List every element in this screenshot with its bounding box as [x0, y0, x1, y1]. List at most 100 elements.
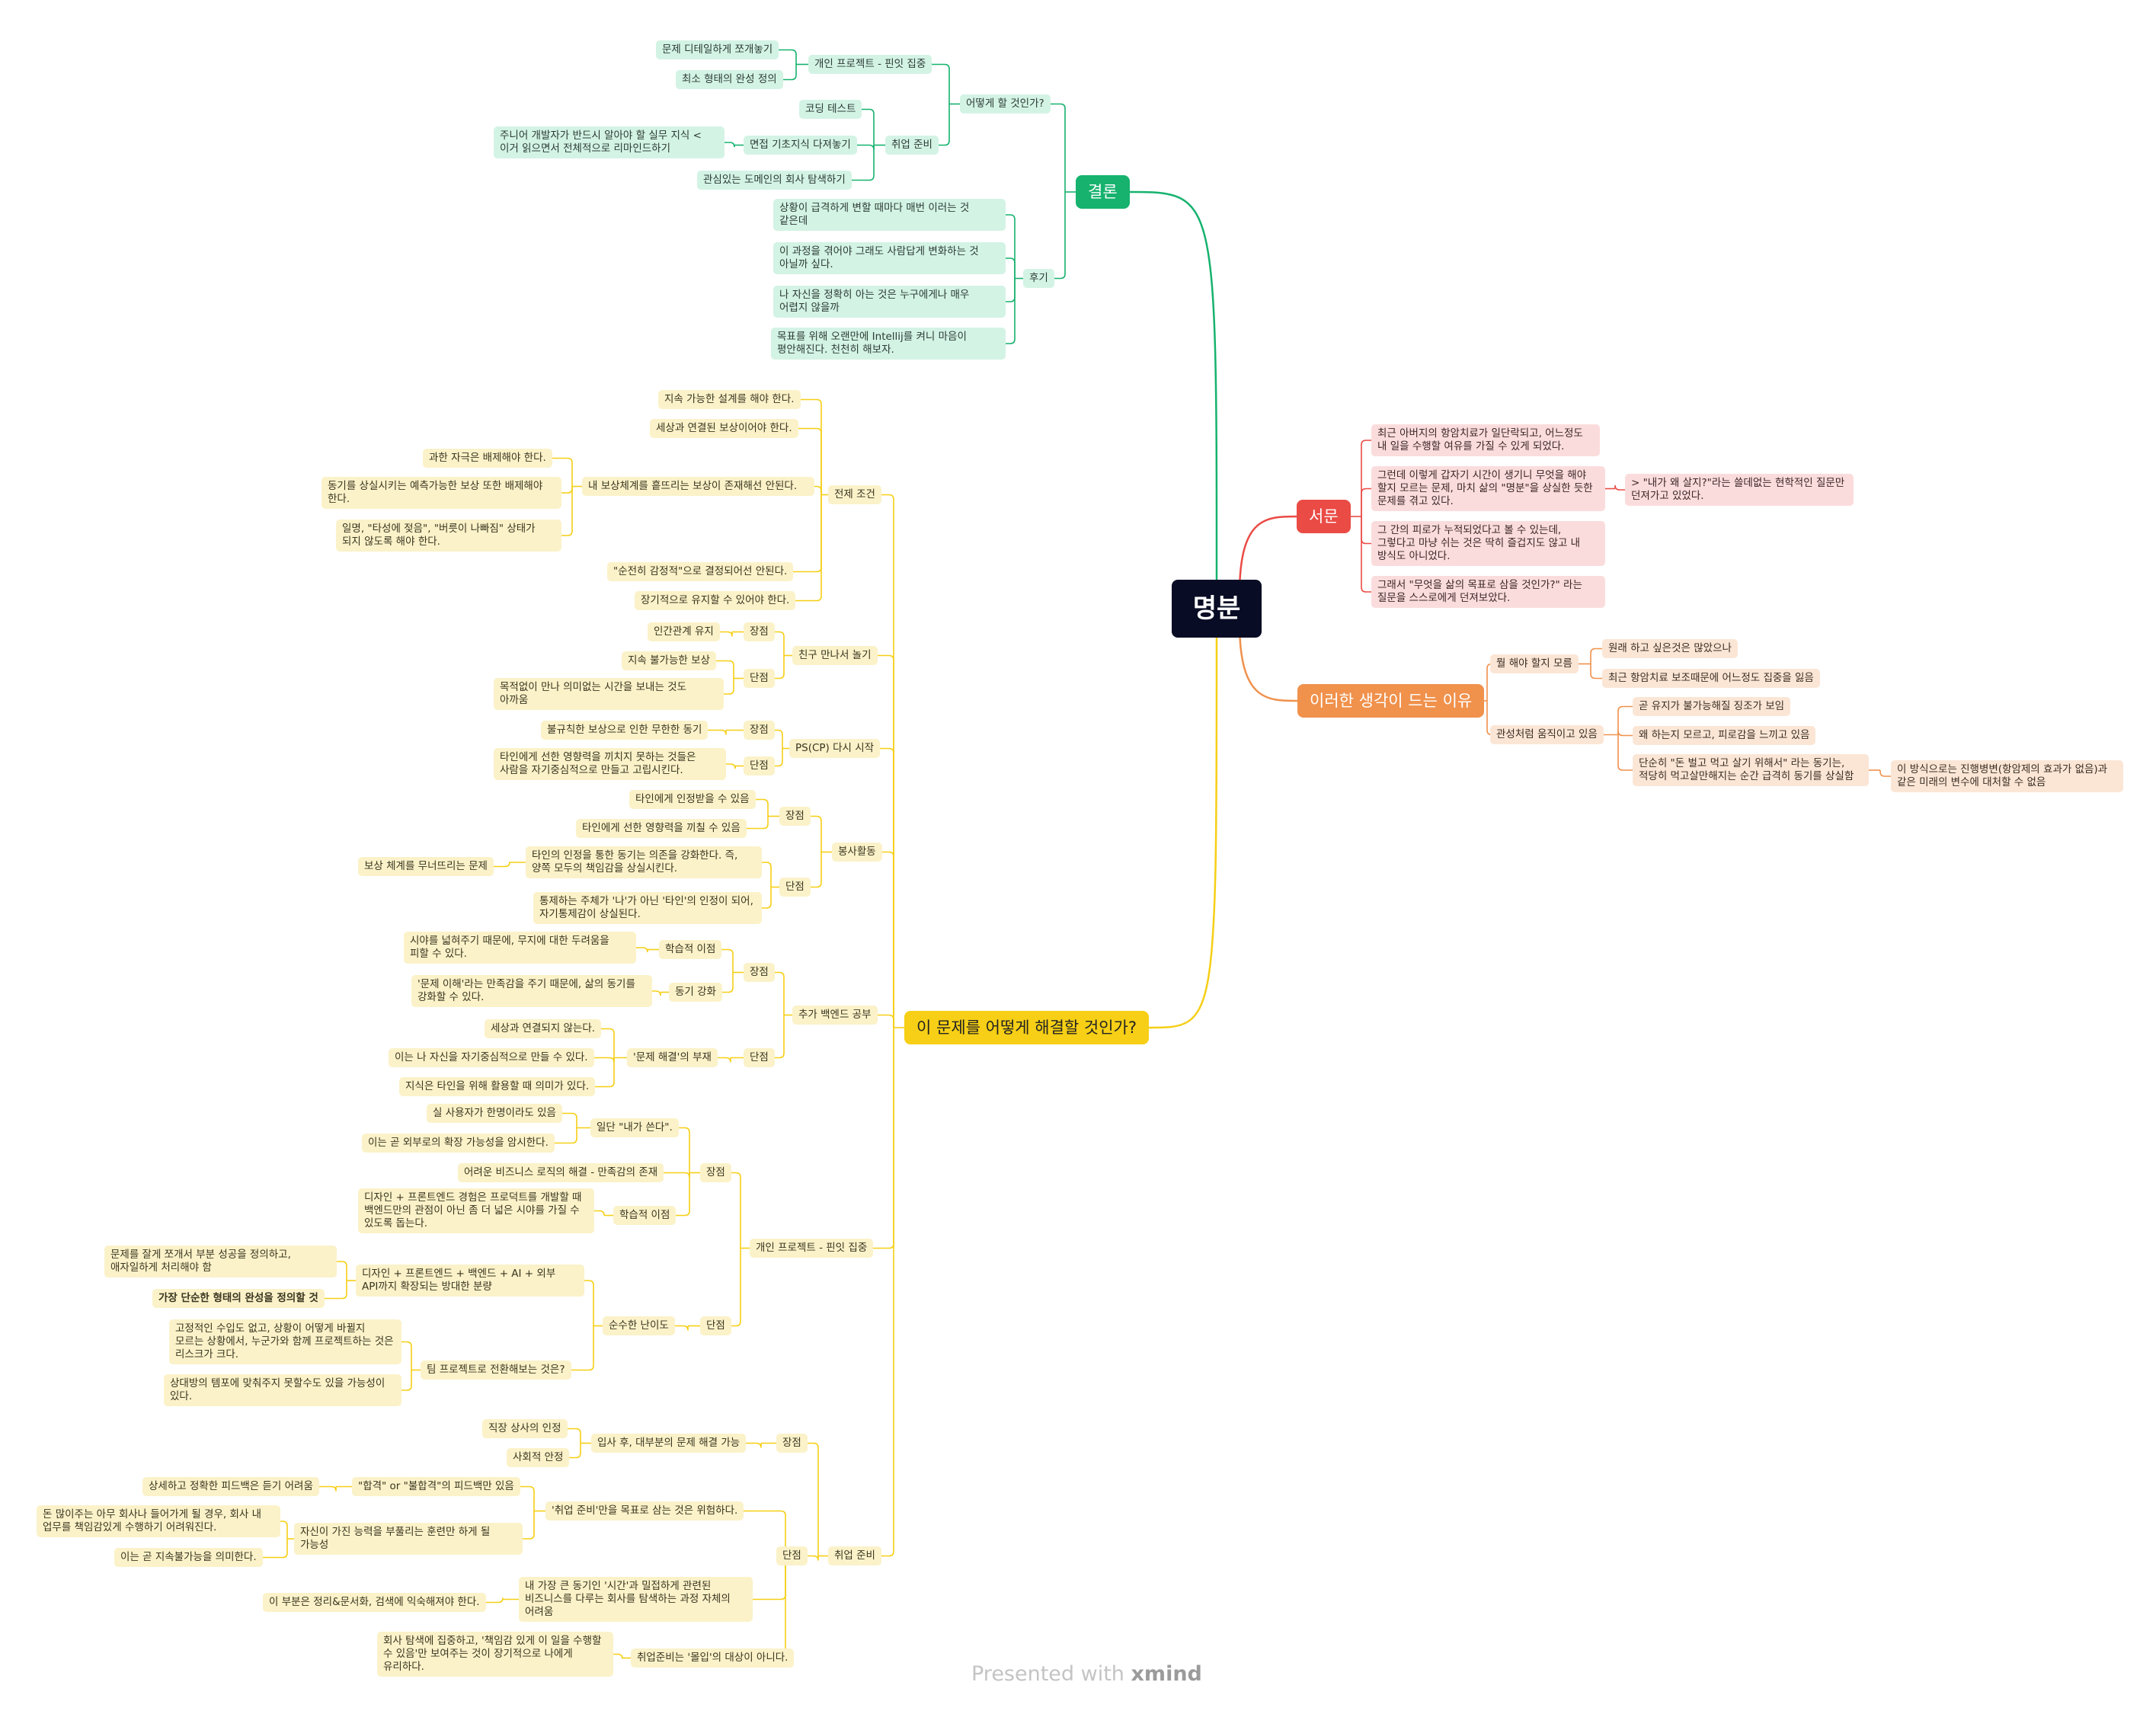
topic-split-details[interactable]: 문제 디테일하게 쪼개놓기 — [656, 40, 779, 59]
topic-friend-pro-1[interactable]: 인간관계 유지 — [648, 622, 720, 641]
topic-job-solves[interactable]: 입사 후, 대부분의 문제 해결 가능 — [591, 1434, 747, 1453]
topic-pj-team-1[interactable]: 고정적인 수입도 없고, 상황이 어떻게 바뀔지 모르는 상황에서, 누군가와 … — [169, 1319, 401, 1364]
topic-job-boss-approval[interactable]: 직장 상사의 인정 — [482, 1419, 568, 1438]
topic-job-stability[interactable]: 사회적 안정 — [507, 1448, 570, 1467]
footer-presented-with: Presented with xmind — [971, 1662, 1202, 1686]
topic-review[interactable]: 후기 — [1023, 269, 1054, 288]
topic-inertia-2[interactable]: 왜 하는지 모르고, 피로감을 느끼고 있음 — [1633, 726, 1816, 745]
topic-pj-use-1[interactable]: 실 사용자가 한명이라도 있음 — [427, 1104, 562, 1123]
topic-intro-2[interactable]: 그런데 이렇게 갑자기 시간이 생기니 무엇을 해야 할지 모르는 문제, 마치… — [1371, 466, 1605, 511]
topic-intro-3[interactable]: 그 간의 피로가 누적되었다고 볼 수 있는데, 그렇다고 마냥 쉬는 것은 딱… — [1371, 521, 1605, 566]
branch-connector — [932, 63, 950, 104]
label-con: 단점 — [744, 756, 775, 775]
topic-inertia-3[interactable]: 단순히 "돈 벌고 먹고 살기 위해서" 라는 동기는, 적당히 먹고살만해지는… — [1633, 754, 1869, 786]
topic-pj-business-logic[interactable]: 어려운 비즈니스 로직의 해결 - 만족감의 존재 — [458, 1163, 664, 1182]
topic-premise-4[interactable]: "순전히 감정적"으로 결정되어선 안된다. — [607, 562, 794, 581]
topic-premise[interactable]: 전제 조건 — [828, 485, 881, 504]
topic-be-absent-1[interactable]: 세상과 연결되지 않는다. — [485, 1019, 602, 1038]
branch-connector — [939, 104, 950, 146]
branch-reason[interactable]: 이러한 생각이 드는 이유 — [1297, 684, 1485, 718]
topic-pj-scope-2[interactable]: 가장 단순한 형태의 완성을 정의할 것 — [152, 1289, 325, 1308]
topic-pj-team[interactable]: 팀 프로젝트로 전환해보는 것은? — [421, 1361, 571, 1380]
topic-vol-con-1a[interactable]: 보상 체계를 무너뜨리는 문제 — [358, 857, 494, 876]
branch-connector — [1614, 484, 1625, 491]
topic-pj-use-2[interactable]: 이는 곧 외부로의 확장 가능성을 암시한다. — [362, 1134, 555, 1153]
topic-job-time-search[interactable]: 내 가장 큰 동기인 '시간'과 밀접하게 관련된 비즈니스를 다루는 회사를 … — [519, 1577, 753, 1622]
topic-be-no-solving[interactable]: '문제 해결'의 부재 — [627, 1048, 718, 1067]
topic-premise-5[interactable]: 장기적으로 유지할 수 있어야 한다. — [635, 591, 796, 610]
topic-job-prep-2[interactable]: 취업 준비 — [828, 1546, 881, 1565]
topic-junior-knowledge[interactable]: 주니어 개발자가 반드시 알아야 할 실무 지식 < 이거 읽으면서 전체적으로… — [494, 126, 725, 158]
topic-ps-restart[interactable]: PS(CP) 다시 시작 — [789, 739, 881, 758]
topic-job-pass-fail[interactable]: "합격" or "불합격"의 피드백만 있음 — [352, 1477, 520, 1496]
topic-pj-difficulty[interactable]: 순수한 난이도 — [603, 1316, 675, 1335]
branch-connector — [731, 1172, 741, 1249]
topic-premise-1[interactable]: 지속 가능한 설계를 해야 한다. — [658, 390, 801, 409]
branch-connector — [878, 1014, 894, 1028]
topic-job-time-search-1[interactable]: 이 부분은 정리&문서화, 검색에 익숙해져야 한다. — [263, 1593, 486, 1612]
branch-conclusion[interactable]: 결론 — [1076, 175, 1130, 209]
topic-review-4[interactable]: 목표를 위해 오랜만에 Intellij를 켜니 마음이 평안해진다. 천천히 … — [771, 328, 1006, 360]
topic-job-not-immersion[interactable]: 취업준비는 '몰입'의 대상이 아니다. — [631, 1648, 795, 1668]
topic-job-prep[interactable]: 취업 준비 — [885, 136, 939, 155]
topic-review-1[interactable]: 상황이 급격하게 변할 때마다 매번 이러는 것 같은데 — [773, 199, 1006, 231]
topic-personal-project[interactable]: 개인 프로젝트 - 핀잇 집중 — [808, 55, 932, 74]
topic-vol-con-1[interactable]: 타인의 인정을 통한 동기는 의존을 강화한다. 즉, 양쪽 모두의 책임감을 … — [526, 846, 762, 878]
topic-interview-basics[interactable]: 면접 기초지식 다져놓기 — [744, 136, 857, 155]
topic-pj-learning-1[interactable]: 디자인 + 프론트엔드 경험은 프로덕트를 개발할 때 백엔드만의 관점이 아닌… — [358, 1188, 594, 1233]
topic-intro-4[interactable]: 그래서 "무엇을 삶의 목표로 삼을 것인가?" 라는 질문을 스스로에게 던져… — [1371, 576, 1605, 608]
topic-domain-companies[interactable]: 관심있는 도메인의 회사 탐색하기 — [697, 171, 852, 190]
topic-job-goal-risk[interactable]: '취업 준비'만을 목표로 삼는 것은 위험하다. — [545, 1501, 744, 1521]
topic-be-motivation[interactable]: 동기 강화 — [669, 983, 722, 1002]
topic-pj-scope[interactable]: 디자인 + 프론트엔드 + 백엔드 + AI + 외부 API까지 확장되는 방… — [356, 1265, 584, 1297]
topic-pj-learning[interactable]: 학습적 이점 — [613, 1206, 677, 1225]
topic-meet-friends[interactable]: 친구 만나서 놀기 — [792, 646, 878, 665]
topic-friend-con-2[interactable]: 목적없이 만나 의미없는 시간을 보내는 것도 아까움 — [494, 678, 724, 710]
topic-job-pass-fail-1[interactable]: 상세하고 정확한 피드백은 듣기 어려움 — [142, 1477, 319, 1496]
topic-wanted-many[interactable]: 원래 하고 싶은것은 많았으나 — [1602, 639, 1738, 658]
topic-inertia[interactable]: 관성처럼 움직이고 있음 — [1490, 725, 1604, 744]
topic-job-inflate-1[interactable]: 돈 많이주는 아무 회사나 들어가게 될 경우, 회사 내 업무를 책임감있게 … — [37, 1505, 280, 1537]
topic-job-inflate-2[interactable]: 이는 곧 지속불가능을 의미한다. — [114, 1548, 263, 1567]
topic-intro-1[interactable]: 최근 아버지의 항암치료가 일단락되고, 어느정도 내 일을 수행할 여유를 가… — [1371, 424, 1600, 456]
topic-be-learning[interactable]: 학습적 이점 — [659, 940, 722, 959]
topic-premise-2[interactable]: 세상과 연결된 보상이어야 한다. — [650, 419, 798, 438]
branch-connector — [718, 1057, 731, 1063]
topic-backend-study[interactable]: 추가 백엔드 공부 — [792, 1006, 878, 1025]
topic-coding-test[interactable]: 코딩 테스트 — [799, 100, 862, 119]
branch-connector — [775, 1015, 785, 1059]
topic-review-3[interactable]: 나 자신을 정확히 아는 것은 누구에게나 매우 어렵지 않을까 — [773, 286, 1006, 318]
topic-job-inflate[interactable]: 자신이 가진 능력을 부풀리는 훈련만 하게 될 가능성 — [294, 1523, 523, 1555]
topic-review-2[interactable]: 이 과정을 겪어야 그래도 사람답게 변화하는 것 아닐까 싶다. — [773, 242, 1006, 274]
topic-be-learning-1[interactable]: 시야를 넓혀주기 때문에, 무지에 대한 두려움을 피할 수 있다. — [404, 932, 636, 964]
topic-ps-pro-1[interactable]: 불규칙한 보상으로 인한 무한한 동기 — [541, 721, 709, 740]
topic-ps-con-1[interactable]: 타인에게 선한 영향력을 끼치지 못하는 것들은 사람을 자기중심적으로 만들고… — [494, 748, 726, 780]
topic-pj-scope-1[interactable]: 문제를 잘게 쪼개서 부분 성공을 정의하고, 애자일하게 처리해야 함 — [104, 1246, 337, 1278]
topic-dont-know[interactable]: 뭘 해야 할지 모름 — [1490, 654, 1579, 673]
topic-minimal-completion[interactable]: 최소 형태의 완성 정의 — [676, 70, 783, 89]
topic-intro-2a[interactable]: > "내가 왜 살지?"라는 쓸데없는 현학적인 질문만 던져가고 있었다. — [1625, 474, 1854, 506]
topic-how[interactable]: 어떻게 할 것인가? — [960, 94, 1051, 114]
topic-premise-3[interactable]: 내 보상체계를 흩뜨리는 보상이 존재해선 안된다. — [582, 477, 814, 496]
topic-inertia-1[interactable]: 곧 유지가 불가능해질 징조가 보임 — [1633, 697, 1791, 716]
topic-be-absent-3[interactable]: 지식은 타인을 위해 활용할 때 의미가 있다. — [399, 1077, 596, 1096]
topic-be-absent-2[interactable]: 이는 나 자신을 자기중심적으로 만들 수 있다. — [389, 1048, 594, 1067]
topic-job-not-immersion-1[interactable]: 회사 탐색에 집중하고, '책임감 있게 이 일을 수행할 수 있음'만 보여주… — [377, 1632, 613, 1677]
topic-premise-3a[interactable]: 과한 자극은 배제해야 한다. — [423, 449, 552, 468]
topic-vol-pro-1[interactable]: 타인에게 인정받을 수 있음 — [629, 790, 756, 809]
topic-volunteer[interactable]: 봉사활동 — [832, 843, 882, 862]
topic-premise-3b[interactable]: 동기를 상실시키는 예측가능한 보상 또한 배제해야 한다. — [321, 477, 561, 509]
branch-intro[interactable]: 서문 — [1297, 500, 1351, 533]
topic-pj-team-2[interactable]: 상대방의 템포에 맞춰주지 못할수도 있을 가능성이 있다. — [164, 1374, 401, 1406]
root-topic[interactable]: 명분 — [1172, 580, 1262, 638]
topic-pinit-project[interactable]: 개인 프로젝트 - 핀잇 집중 — [750, 1239, 874, 1258]
topic-vol-con-2[interactable]: 통제하는 주체가 '나'가 아닌 '타인'의 인정이 되어, 자기통제감이 상실… — [533, 892, 762, 924]
topic-premise-3c[interactable]: 일명, "타성에 젖음", "버릇이 나빠짐" 상태가 되지 않도록 해야 한다… — [336, 520, 561, 552]
topic-be-motivation-1[interactable]: '문제 이해'라는 만족감을 주기 때문에, 삶의 동기를 강화할 수 있다. — [411, 975, 652, 1007]
topic-lost-focus[interactable]: 최근 항암치료 보조때문에 어느정도 집중을 잃음 — [1602, 669, 1820, 688]
topic-vol-pro-2[interactable]: 타인에게 선한 영향력을 끼칠 수 있음 — [576, 819, 747, 838]
topic-inertia-3a[interactable]: 이 방식으로는 진행병변(항암제의 효과가 없음)과 같은 미래의 변수에 대처… — [1891, 760, 2123, 792]
topic-friend-con-1[interactable]: 지속 불가능한 보상 — [622, 651, 716, 670]
topic-pj-i-use[interactable]: 일단 "내가 쓴다". — [590, 1118, 679, 1137]
branch-solve[interactable]: 이 문제를 어떻게 해결할 것인가? — [904, 1011, 1150, 1044]
